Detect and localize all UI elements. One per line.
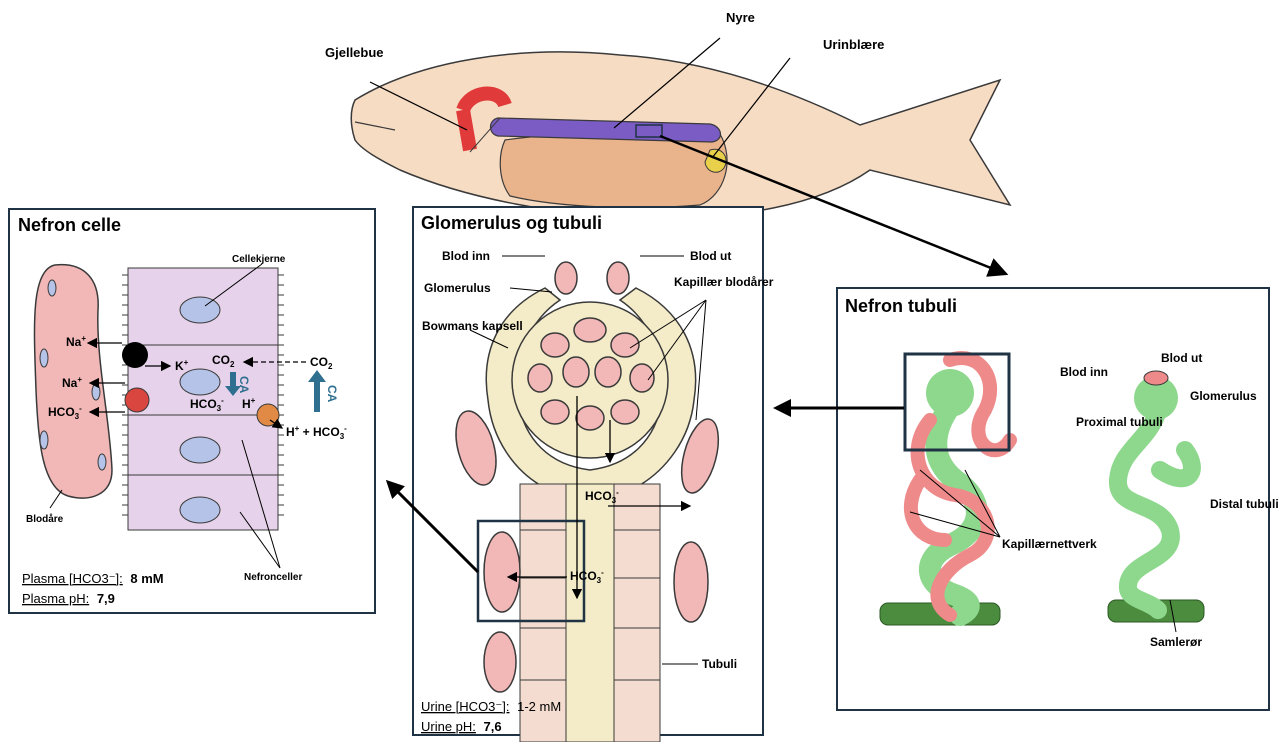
proton-transporter [257,404,279,426]
cell-nucleus [180,497,220,523]
panel-nephron-tubuli: Nefron tubuli Kapillærnettverk Blod inn … [776,288,1279,710]
label-blood-out: Blod ut [1161,351,1202,365]
label-glomerulus: Glomerulus [424,281,491,295]
label-blood-in: Blod inn [442,249,490,263]
label-urinblaere: Urinblære [823,37,884,52]
plasma-ph: Plasma pH: 7,9 [22,591,115,606]
plasma-ph-label: Plasma pH: [22,591,89,606]
plasma-conc-label: Plasma [HCO3⁻]: [22,571,123,586]
label-blood-in: Blod inn [1060,365,1108,379]
blood-cell [48,280,56,296]
plasma-ph-value: 7,9 [97,591,115,606]
panel-nephron-cell: Nefron celle N [9,209,375,613]
urine-ph-label: Urine pH: [421,719,476,734]
plasma-conc-value: 8 mM [130,571,163,586]
urine-ph-value: 7,6 [484,719,502,734]
enzyme-ca-label: CA [325,385,339,403]
label-blood-out: Blod ut [690,249,731,263]
cell-nucleus [180,297,220,323]
enzyme-ca-label: CA [237,376,251,394]
label-proximal: Proximal tubuli [1076,415,1163,429]
blood-cell [92,384,100,400]
label-tubuli: Tubuli [702,657,737,671]
label-capillaries: Kapillær blodårer [674,275,774,289]
na-hco3-transporter [125,388,149,412]
glomerulus-left [926,369,974,417]
label-network: Kapillærnettverk [1002,537,1097,551]
tubule-lumen [566,484,614,742]
blood-tuft [1144,371,1168,385]
label-nucleus: Cellekjerne [232,254,286,265]
label-vessel: Blodåre [26,513,64,525]
na-k-pump [122,342,148,368]
label-glomerulus: Glomerulus [1190,389,1257,403]
label-distal: Distal tubuli [1210,497,1279,511]
panel-title: Glomerulus og tubuli [421,213,602,233]
blood-cell [40,431,48,449]
blood-cell [40,349,48,367]
urine-ph: Urine pH: 7,6 [421,719,502,734]
panel-glomerulus: Glomerulus og tubuli [413,207,774,742]
label-bowman: Bowmans kapsell [422,319,523,333]
plasma-conc: Plasma [HCO3⁻]: 8 mM [22,571,164,586]
fish-gut [500,132,727,208]
label-collecting: Samlerør [1150,635,1202,649]
label-gjellebue: Gjellebue [325,45,384,60]
urine-conc-label: Urine [HCO3⁻]: [421,699,510,714]
urine-conc-value: 1-2 mM [517,699,561,714]
tubule-wall-right [614,484,660,742]
panel-title: Nefron tubuli [845,296,957,316]
blood-cell [98,454,106,470]
label-capillaries-text: Kapillær blodårer [674,275,774,289]
label-cells: Nefronceller [244,572,302,583]
panel-frame [837,288,1269,710]
panel-title: Nefron celle [18,215,121,235]
cell-nucleus [180,369,220,395]
label-nyre: Nyre [726,10,755,25]
urine-conc: Urine [HCO3⁻]: 1-2 mM [421,699,561,714]
cell-nucleus [180,437,220,463]
